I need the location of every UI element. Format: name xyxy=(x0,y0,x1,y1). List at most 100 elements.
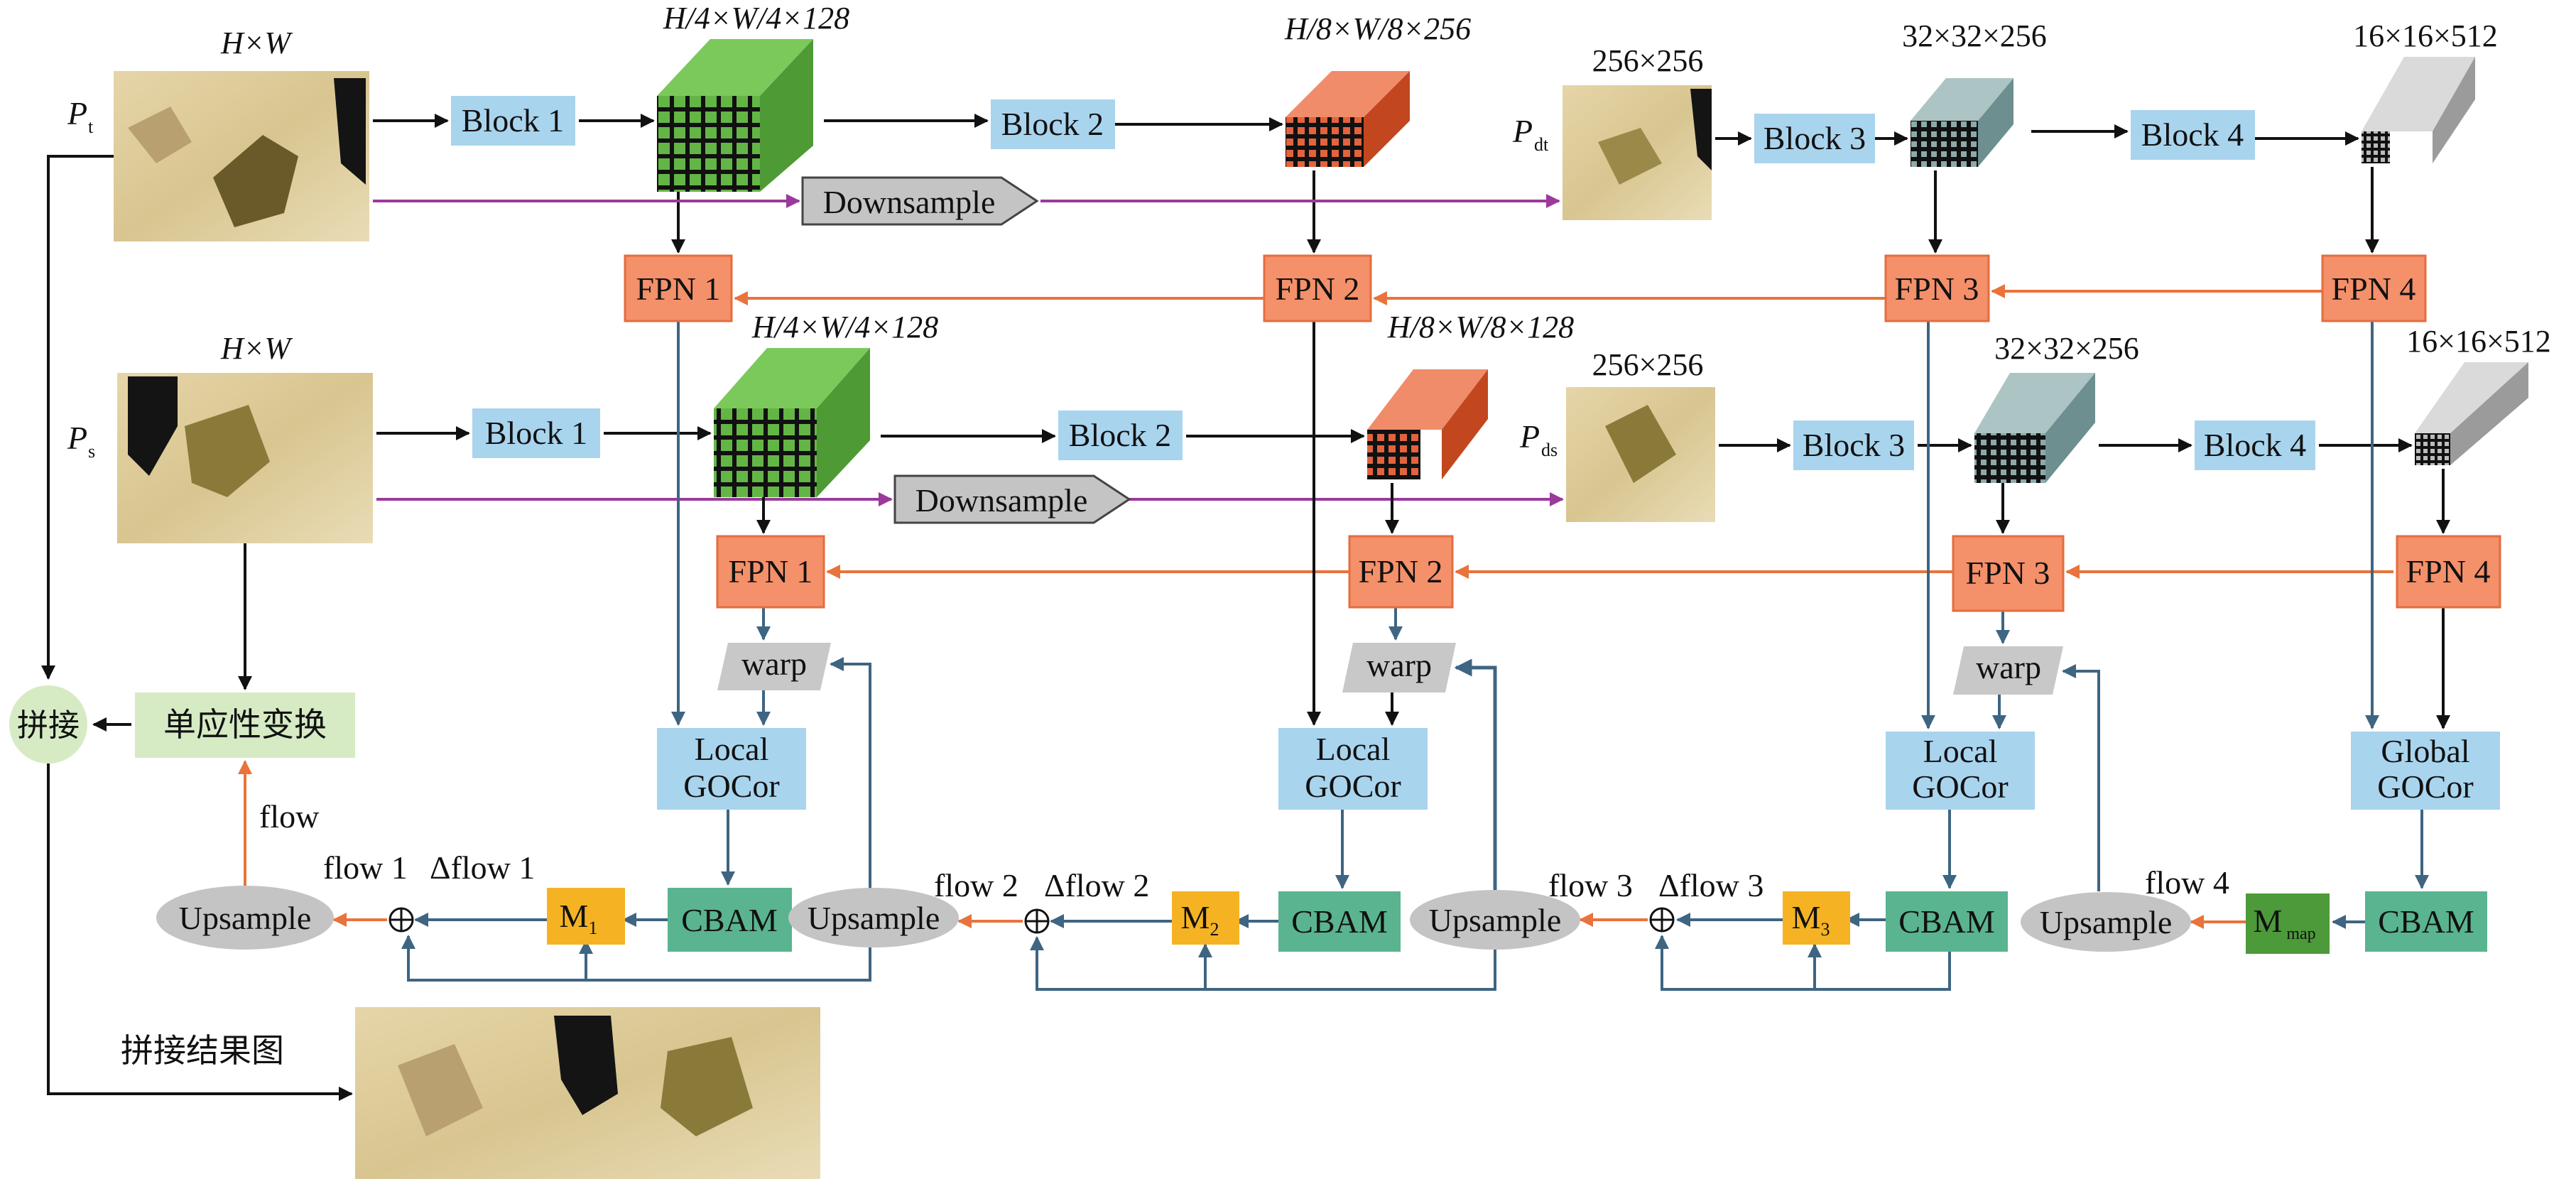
svg-text:Upsample: Upsample xyxy=(808,900,940,936)
cube-gray-bottom xyxy=(2415,362,2528,465)
block4-top: Block 4 xyxy=(2131,110,2255,160)
dim-h4-top: H/4×W/4×128 xyxy=(663,1,849,36)
svg-text:s: s xyxy=(88,441,95,462)
svg-text:CBAM: CBAM xyxy=(1898,903,1994,940)
flow1-label: flow 1 xyxy=(323,849,408,886)
flow2-label: flow 2 xyxy=(934,867,1018,903)
svg-text:FPN 4: FPN 4 xyxy=(2406,553,2491,590)
svg-text:Block 3: Block 3 xyxy=(1803,427,1905,463)
warp-3: warp xyxy=(1953,646,2063,695)
local-gocor-2: Local GOCor xyxy=(1278,728,1428,810)
svg-text:FPN 1: FPN 1 xyxy=(729,553,813,590)
mmap-box: M map xyxy=(2246,893,2330,954)
dflow1-label: Δflow 1 xyxy=(430,849,535,886)
fpn1-bottom: FPN 1 xyxy=(716,535,825,609)
dim-16-top: 16×16×512 xyxy=(2353,18,2498,53)
pds-label: P ds xyxy=(1519,418,1558,460)
fpn4-top: FPN 4 xyxy=(2321,254,2427,322)
svg-text:GOCor: GOCor xyxy=(683,768,779,804)
svg-text:1: 1 xyxy=(589,918,598,938)
cbam-2: CBAM xyxy=(1278,891,1401,952)
svg-text:Downsample: Downsample xyxy=(823,184,996,220)
fpn3-top: FPN 3 xyxy=(1884,254,1990,322)
flow4-label: flow 4 xyxy=(2145,864,2229,901)
plus-2 xyxy=(1024,908,1050,934)
hw-label-top: H×W xyxy=(220,26,293,60)
dim-32-bottom: 32×32×256 xyxy=(1994,331,2139,366)
local-gocor-1: Local GOCor xyxy=(657,728,806,810)
svg-text:Upsample: Upsample xyxy=(179,900,312,936)
svg-text:FPN 4: FPN 4 xyxy=(2332,271,2416,307)
block3-bottom: Block 3 xyxy=(1793,420,1914,470)
block4-bottom: Block 4 xyxy=(2195,420,2315,470)
dflow2-label: Δflow 2 xyxy=(1044,867,1149,903)
svg-text:ds: ds xyxy=(1541,440,1558,460)
svg-text:FPN 2: FPN 2 xyxy=(1359,553,1443,590)
dim-256-bottom: 256×256 xyxy=(1592,347,1704,382)
cube-gray-top xyxy=(2362,57,2475,163)
svg-text:Block 1: Block 1 xyxy=(462,102,564,138)
svg-text:M: M xyxy=(1181,899,1210,935)
plus-1 xyxy=(388,907,414,933)
photo-ps xyxy=(117,373,373,543)
warp-1: warp xyxy=(717,643,831,690)
svg-text:warp: warp xyxy=(1366,647,1432,683)
cube-teal-top xyxy=(1911,78,2013,167)
fpn1-top: FPN 1 xyxy=(624,254,733,322)
svg-text:Local: Local xyxy=(1923,733,1998,769)
dim-h8-top: H/8×W/8×256 xyxy=(1284,11,1471,46)
hw-label-bottom: H×W xyxy=(220,331,293,366)
cube-green-bottom xyxy=(714,348,870,497)
svg-text:P: P xyxy=(67,420,87,456)
block1-bottom: Block 1 xyxy=(472,408,600,458)
fpn2-bottom: FPN 2 xyxy=(1348,535,1454,609)
cube-green-top xyxy=(657,39,813,192)
block1-top: Block 1 xyxy=(451,96,575,146)
svg-text:dt: dt xyxy=(1534,134,1549,155)
svg-text:GOCor: GOCor xyxy=(1912,768,2008,805)
m3-box: M 3 xyxy=(1783,891,1850,945)
photo-pt xyxy=(114,71,369,241)
fpn3-bottom: FPN 3 xyxy=(1952,535,2065,612)
svg-text:M: M xyxy=(2254,903,2283,939)
svg-text:P: P xyxy=(1519,418,1540,455)
dim-h4-bottom: H/4×W/4×128 xyxy=(751,310,938,344)
cube-red-top xyxy=(1286,71,1410,167)
svg-text:Local: Local xyxy=(695,731,769,767)
svg-text:Block 4: Block 4 xyxy=(2141,116,2244,153)
upsample-2: Upsample xyxy=(788,888,959,947)
svg-text:Local: Local xyxy=(1316,731,1391,767)
cube-red-bottom xyxy=(1367,369,1488,479)
ps-label: P s xyxy=(67,420,95,462)
block2-top: Block 2 xyxy=(991,99,1115,149)
fpn2-top: FPN 2 xyxy=(1263,254,1372,322)
svg-text:t: t xyxy=(88,116,94,137)
svg-text:Global: Global xyxy=(2381,733,2469,769)
fpn4-bottom: FPN 4 xyxy=(2396,535,2501,609)
homography-box: 单应性变换 xyxy=(135,692,355,758)
svg-text:Block 4: Block 4 xyxy=(2204,427,2306,463)
svg-text:map: map xyxy=(2286,925,2315,943)
dim-256-top: 256×256 xyxy=(1592,43,1704,78)
svg-text:Upsample: Upsample xyxy=(2040,904,2173,940)
block2-bottom: Block 2 xyxy=(1058,411,1183,460)
svg-text:3: 3 xyxy=(1821,919,1830,940)
svg-text:P: P xyxy=(67,95,87,131)
svg-text:Block 3: Block 3 xyxy=(1763,120,1866,156)
svg-text:Block 2: Block 2 xyxy=(1069,417,1171,453)
dflow3-label: Δflow 3 xyxy=(1658,867,1763,903)
svg-text:拼接: 拼接 xyxy=(17,708,80,743)
cbam-1: CBAM xyxy=(668,888,792,952)
pdt-label: P dt xyxy=(1512,113,1549,155)
svg-text:P: P xyxy=(1512,113,1533,149)
downsample-top: Downsample xyxy=(801,176,1039,226)
block3-top: Block 3 xyxy=(1754,114,1875,163)
warp-2: warp xyxy=(1342,643,1456,692)
photo-pds xyxy=(1566,387,1715,522)
svg-text:CBAM: CBAM xyxy=(681,902,777,938)
svg-text:GOCor: GOCor xyxy=(2377,768,2473,805)
cube-teal-bottom xyxy=(1974,373,2095,483)
upsample-4: Upsample xyxy=(2021,892,2191,952)
m2-box: M 2 xyxy=(1172,891,1239,945)
